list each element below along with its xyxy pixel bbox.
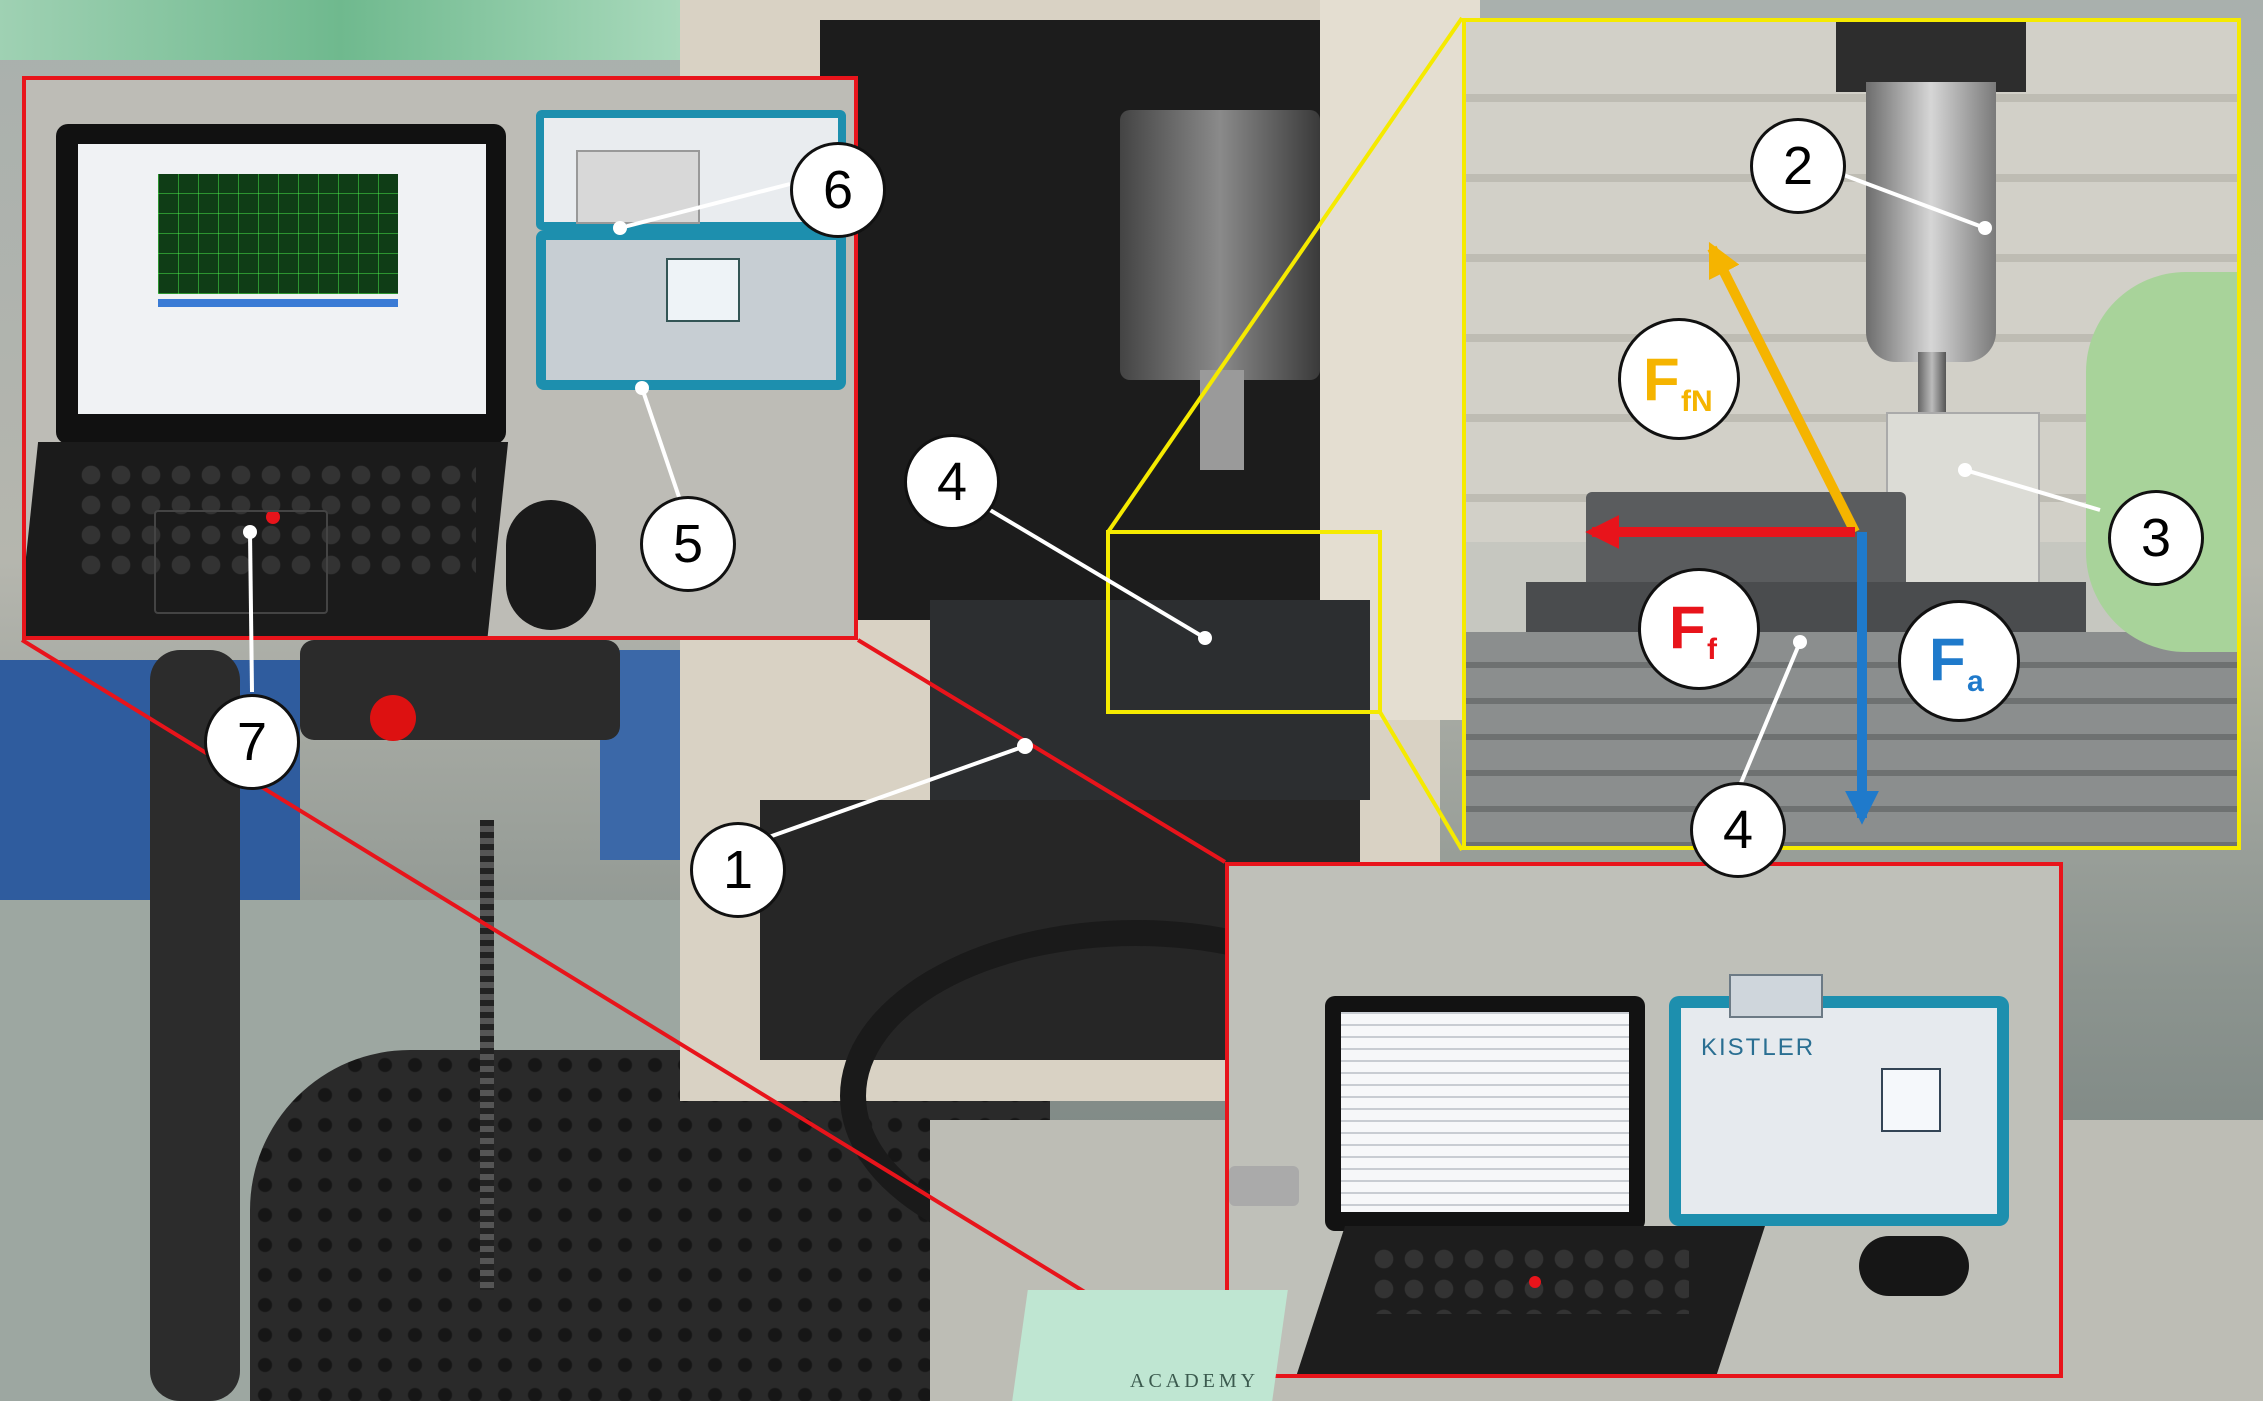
label-feed-normal-force: F fN: [1618, 318, 1740, 440]
amplifier-brand-label: KISTLER: [1701, 1034, 1816, 1061]
callout-5: 5: [640, 496, 736, 592]
callout-7: 7: [204, 694, 300, 790]
yellow-projection-line-top: [1106, 16, 1464, 534]
leader-6: [619, 182, 791, 230]
ff-symbol: F: [1669, 594, 1706, 661]
notebook-text: ACADEMY: [1130, 1370, 1260, 1392]
laptop-touchpad: [154, 510, 328, 614]
ff-subscript: f: [1707, 633, 1717, 666]
laptop2-trackpoint: [1529, 1276, 1541, 1288]
laptop-screen-software: [78, 144, 486, 414]
software-status-bar: [158, 299, 398, 307]
charge-amplifier-unit: KISTLER: [1669, 996, 2009, 1226]
daq-module-small: [1729, 974, 1823, 1018]
emergency-stop-button: [370, 695, 416, 741]
ffn-subscript: fN: [1681, 385, 1713, 418]
leader-5: [640, 387, 682, 501]
yellow-projection-line-bottom: [1378, 710, 1464, 852]
leader-3-dot: [1958, 463, 1972, 477]
measurement-plot-area: [158, 174, 398, 294]
leader-1-dot: [1017, 738, 1033, 754]
callout-4-main: 4: [904, 434, 1000, 530]
leader-4-main: [988, 508, 1207, 640]
window-strip: [0, 0, 680, 60]
yellow-zoom-box: [1106, 530, 1382, 714]
computer-mouse-2: [1859, 1236, 1969, 1296]
control-pendant: [300, 640, 620, 740]
amplifier-display: [666, 258, 740, 322]
aluminum-workpiece: [1886, 412, 2040, 606]
callout-3: 3: [2108, 490, 2204, 586]
machine-table: [930, 600, 1370, 800]
laptop-trackpoint: [266, 510, 280, 524]
red-projection-line-right: [856, 638, 1227, 864]
label-feed-force: F f: [1638, 568, 1760, 690]
arrow-feed-normal-force: [1707, 241, 1860, 535]
computer-mouse: [506, 500, 596, 630]
leader-1: [737, 744, 1026, 850]
label-axial-force: F a: [1898, 600, 2020, 722]
leader-2-dot: [1978, 221, 1992, 235]
fa-symbol: F: [1929, 626, 1966, 693]
spindle-housing: [1836, 22, 2026, 92]
leader-4-main-dot: [1198, 631, 1212, 645]
leader-3: [1964, 468, 2101, 512]
leader-4-inset: [1736, 641, 1802, 791]
inset-top-left: [22, 76, 858, 640]
callout-6: 6: [790, 142, 886, 238]
green-coolant-guard: [2086, 272, 2237, 652]
leader-2: [1824, 166, 1986, 230]
callout-2: 2: [1750, 118, 1846, 214]
workbench-tools: [1229, 1166, 1299, 1206]
leader-7: [248, 531, 254, 693]
callout-1: 1: [690, 822, 786, 918]
callout-4-inset: 4: [1690, 782, 1786, 878]
fa-subscript: a: [1967, 665, 1984, 698]
inset-top-right: [1462, 18, 2241, 850]
coiled-cable: [480, 820, 494, 1290]
amplifier-front-display: [1881, 1068, 1941, 1132]
laptop2-screen-software: [1341, 1012, 1629, 1212]
leader-6-dot: [613, 221, 627, 235]
spindle-head: [1120, 110, 1320, 380]
leader-4-inset-dot: [1793, 635, 1807, 649]
ffn-symbol: F: [1643, 346, 1680, 413]
leader-5-dot: [635, 381, 649, 395]
leader-7-dot: [243, 525, 257, 539]
inset-bottom-right: KISTLER: [1225, 862, 2063, 1378]
